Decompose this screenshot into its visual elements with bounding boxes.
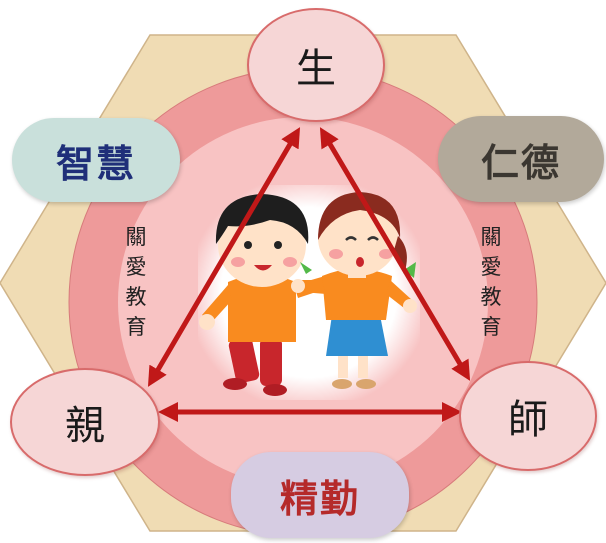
side-label-char: 愛 — [125, 255, 147, 279]
node-parent: 親 — [10, 368, 160, 476]
arrow-student-teacher — [319, 127, 471, 381]
side-label-char: 育 — [125, 315, 147, 339]
arrow-student-parent — [147, 127, 301, 387]
side-label-char: 教 — [480, 285, 502, 309]
node-student: 生 — [247, 8, 385, 122]
pill-diligence: 精勤 — [231, 452, 409, 538]
side-label-char: 關 — [125, 225, 147, 249]
side-label-left: 關 愛 教 育 — [121, 222, 151, 342]
side-label-char: 教 — [125, 285, 147, 309]
pill-virtue: 仁德 — [438, 116, 604, 202]
pill-wisdom: 智慧 — [12, 118, 180, 202]
side-label-char: 育 — [480, 315, 502, 339]
children-illustration — [198, 185, 420, 400]
node-teacher: 師 — [459, 361, 597, 471]
side-label-right: 關 愛 教 育 — [476, 222, 506, 342]
side-label-char: 愛 — [480, 255, 502, 279]
side-label-char: 關 — [480, 225, 502, 249]
